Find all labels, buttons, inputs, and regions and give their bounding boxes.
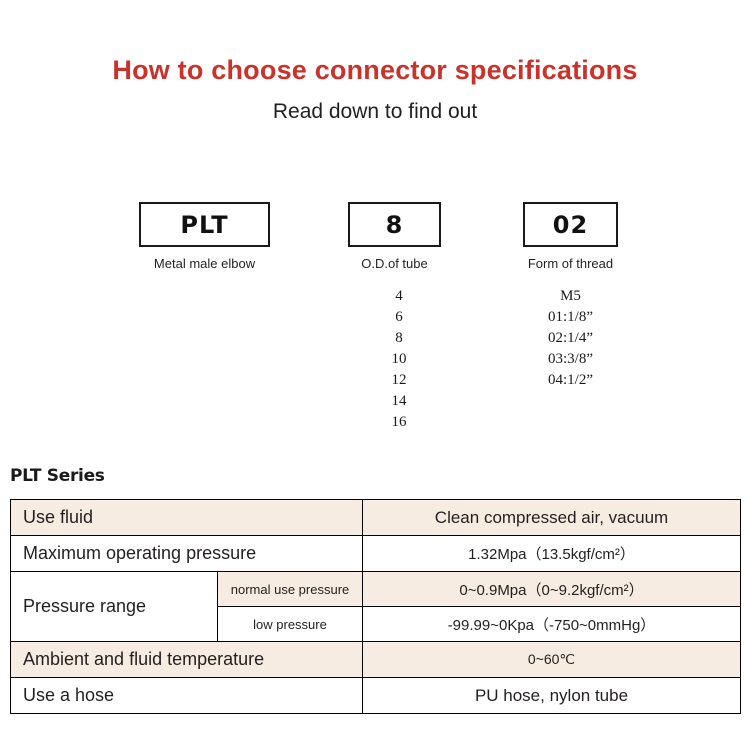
row-value: Clean compressed air, vacuum <box>362 499 741 536</box>
row-value: 1.32Mpa（13.5kgf/cm²） <box>362 535 741 572</box>
option-item: 01:1/8” <box>548 309 593 325</box>
option-item: 12 <box>391 372 407 388</box>
row-label: Maximum operating pressure <box>10 535 363 572</box>
row-label-pressure-range: Pressure range <box>10 571 218 642</box>
option-item: M5 <box>560 288 581 304</box>
option-item: 02:1/4” <box>548 330 593 346</box>
table-row: Maximum operating pressure 1.32Mpa（13.5k… <box>10 535 741 572</box>
option-list-od: 4 6 8 10 12 14 16 <box>359 286 439 433</box>
option-item: 4 <box>395 288 403 304</box>
row-label: Use a hose <box>10 677 363 714</box>
code-caption-od: O.D.of tube <box>361 256 428 271</box>
option-item: 10 <box>391 351 407 367</box>
row-value: 0~60℃ <box>362 641 741 678</box>
row-label: Ambient and fluid temperature <box>10 641 363 678</box>
row-value: PU hose, nylon tube <box>362 677 741 714</box>
code-caption-series: Metal male elbow <box>153 256 256 271</box>
option-list-thread: M5 01:1/8” 02:1/4” 03:3/8” 04:1/2” <box>513 286 628 391</box>
code-caption-thread: Form of thread <box>527 256 614 271</box>
table-row: Use a hose PU hose, nylon tube <box>10 677 741 714</box>
code-box-od: 8 <box>348 202 441 247</box>
code-box-thread: 02 <box>523 202 618 247</box>
row-sublabel: normal use pressure <box>217 571 363 607</box>
option-item: 8 <box>395 330 403 346</box>
row-value: -99.99~0Kpa（-750~0mmHg） <box>362 606 741 642</box>
option-item: 16 <box>391 414 407 430</box>
option-item: 14 <box>391 393 407 409</box>
row-value: 0~0.9Mpa（0~9.2kgf/cm²） <box>362 571 741 607</box>
table-row: Ambient and fluid temperature 0~60℃ <box>10 641 741 678</box>
table-row: Pressure range normal use pressure 0~0.9… <box>10 571 741 642</box>
specifications-table: Use fluid Clean compressed air, vacuum M… <box>10 499 741 714</box>
page-subtitle: Read down to find out <box>272 100 478 123</box>
option-item: 03:3/8” <box>548 351 593 367</box>
option-item: 6 <box>395 309 403 325</box>
option-item: 04:1/2” <box>548 372 593 388</box>
row-label: Use fluid <box>10 499 363 536</box>
table-row: Use fluid Clean compressed air, vacuum <box>10 499 741 536</box>
table-row: low pressure -99.99~0Kpa（-750~0mmHg） <box>11 606 741 642</box>
series-heading: PLT Series <box>10 466 105 486</box>
page-title: How to choose connector specifications <box>112 55 638 85</box>
row-sublabel: low pressure <box>217 606 363 642</box>
code-box-series: PLT <box>139 202 270 247</box>
